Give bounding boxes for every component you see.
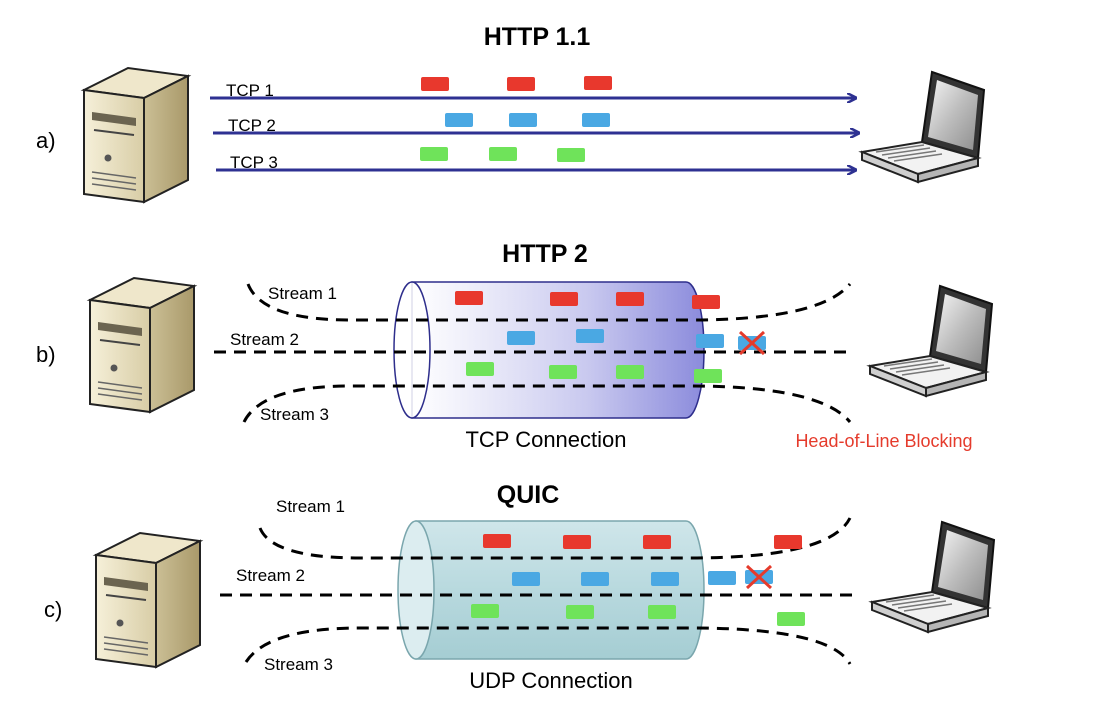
stream-line-3 <box>244 626 852 665</box>
x-mark-icon <box>738 330 766 356</box>
packet-red <box>616 292 644 306</box>
stream-label-1: Stream 1 <box>268 284 337 303</box>
udp-connection-pipe <box>397 520 705 660</box>
packet-red <box>507 77 535 91</box>
packet-blue <box>507 331 535 345</box>
row-label-a: a) <box>36 128 56 153</box>
section-title-http11: HTTP 1.1 <box>484 23 591 51</box>
packet-blue <box>708 571 736 585</box>
packet-blue <box>445 113 473 127</box>
packet-green <box>777 612 805 626</box>
stream-label-1: Stream 1 <box>276 497 345 516</box>
packet-green <box>694 369 722 383</box>
tcp-connection-pipe <box>393 281 705 419</box>
packet-red <box>455 291 483 305</box>
section-quic: QUIC c) Stream 1 Stream 2 Stream 3 <box>44 481 995 693</box>
stream-label-2: Stream 2 <box>230 330 299 349</box>
packet-green <box>616 365 644 379</box>
head-of-line-blocking-note: Head-of-Line Blocking <box>795 431 972 451</box>
packet-blue <box>576 329 604 343</box>
packet-red <box>584 76 612 90</box>
stream-line-3 <box>242 384 852 423</box>
row-label-c: c) <box>44 597 62 622</box>
row-label-b: b) <box>36 342 56 367</box>
connection-label-tcp: TCP Connection <box>465 427 626 452</box>
laptop-icon <box>861 71 985 183</box>
packet-green <box>566 605 594 619</box>
packet-green <box>489 147 517 161</box>
packet-blue <box>581 572 609 586</box>
packet-blue <box>509 113 537 127</box>
packet-green <box>471 604 499 618</box>
stream-label-3: Stream 3 <box>264 655 333 674</box>
packet-blue <box>696 334 724 348</box>
packet-green <box>648 605 676 619</box>
packet-red <box>643 535 671 549</box>
packet-red <box>692 295 720 309</box>
laptop-icon <box>869 285 993 397</box>
packet-red <box>483 534 511 548</box>
x-mark-icon <box>745 564 773 590</box>
server-icon <box>83 67 189 203</box>
packet-red <box>421 77 449 91</box>
packet-green <box>557 148 585 162</box>
server-icon <box>89 277 195 413</box>
stream-label-3: Stream 3 <box>260 405 329 424</box>
laptop-icon <box>871 521 995 633</box>
section-http2: HTTP 2 b) Stream 1 Stream 2 Stream 3 <box>36 240 993 452</box>
packet-blue <box>582 113 610 127</box>
stream-label-2: Stream 2 <box>236 566 305 585</box>
section-title-http2: HTTP 2 <box>502 240 588 268</box>
server-icon <box>95 532 201 668</box>
stream-line-1 <box>258 517 852 560</box>
packet-green <box>549 365 577 379</box>
connection-label-udp: UDP Connection <box>469 668 632 693</box>
packet-red <box>774 535 802 549</box>
section-title-quic: QUIC <box>497 481 560 509</box>
packet-red <box>563 535 591 549</box>
section-http11: HTTP 1.1 a) TCP 1 TCP 2 TCP 3 <box>36 23 985 203</box>
packet-green <box>466 362 494 376</box>
packet-red <box>550 292 578 306</box>
stream-line-1 <box>246 283 852 322</box>
connection-label-tcp2: TCP 2 <box>228 116 276 135</box>
packet-blue <box>651 572 679 586</box>
packet-green <box>420 147 448 161</box>
connection-label-tcp1: TCP 1 <box>226 81 274 100</box>
packet-blue <box>512 572 540 586</box>
connection-label-tcp3: TCP 3 <box>230 153 278 172</box>
